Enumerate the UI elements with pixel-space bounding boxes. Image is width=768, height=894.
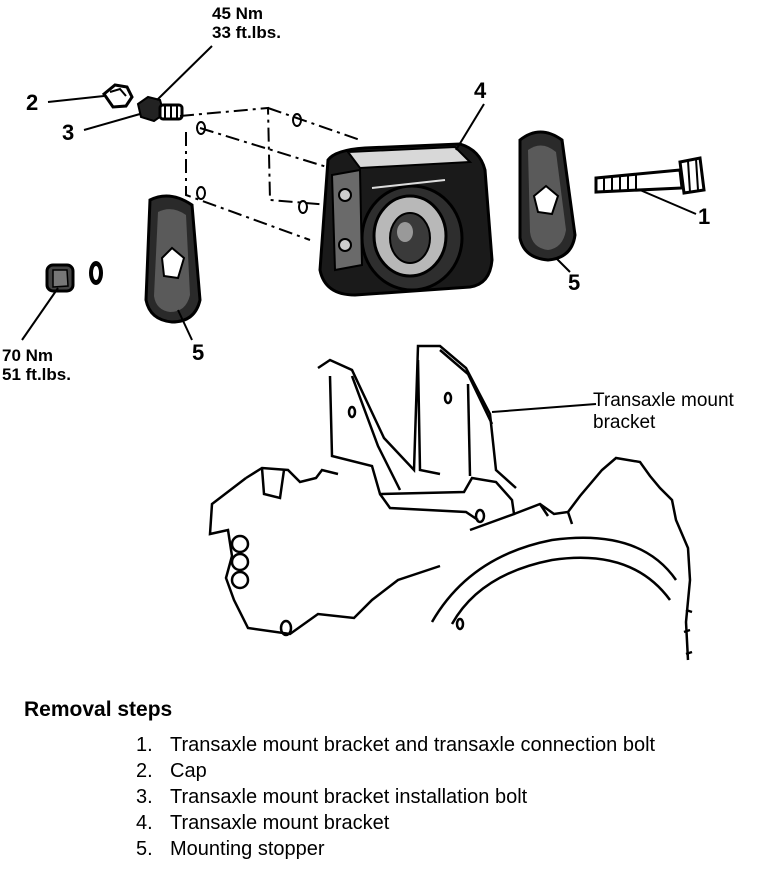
step-text: Transaxle mount bracket installation bol… [170, 786, 528, 808]
torque-lower-ftlbs: 51 ft.lbs. [2, 365, 71, 384]
callout-1: 1 [698, 204, 711, 229]
step-text: Transaxle mount bracket and transaxle co… [170, 734, 656, 756]
transaxle-mount-bracket-label: Transaxle mount bracket [593, 390, 734, 434]
lower-nut-part [45, 261, 103, 293]
torque-spec-upper: 45 Nm 33 ft.lbs. [212, 4, 281, 42]
step-number: 4. [136, 812, 153, 834]
step-number: 5. [136, 838, 153, 860]
cap-part [101, 83, 134, 109]
step-text: Mounting stopper [170, 838, 325, 860]
step-text: Cap [170, 760, 207, 782]
torque-spec-lower: 70 Nm 51 ft.lbs. [2, 346, 71, 384]
removal-step: 4. Transaxle mount bracket [136, 810, 690, 836]
bracket-label-line1: Transaxle mount [593, 390, 734, 411]
removal-step: 5. Mounting stopper [136, 836, 690, 862]
torque-lower-nm: 70 Nm [2, 346, 54, 365]
removal-steps-list: 1. Transaxle mount bracket and transaxle… [136, 732, 690, 862]
mounting-stopper-right-part [518, 130, 577, 262]
callout-5-right: 5 [568, 270, 581, 295]
mounting-stopper-left-part [144, 194, 202, 324]
installed-bracket-view [317, 344, 517, 532]
leader-lines [21, 45, 697, 413]
removal-step: 1. Transaxle mount bracket and transaxle… [136, 732, 690, 758]
bracket-label-line2: bracket [593, 412, 656, 433]
transaxle-housing [208, 456, 693, 661]
removal-step: 3. Transaxle mount bracket installation … [136, 784, 690, 810]
connection-bolt-part [594, 156, 706, 195]
callout-3: 3 [62, 120, 75, 145]
exploded-diagram [21, 45, 706, 661]
step-number: 3. [136, 786, 153, 808]
torque-upper-nm: 45 Nm [212, 4, 264, 23]
bolt-hole-markers [196, 113, 308, 214]
removal-steps-title: Removal steps [24, 698, 173, 721]
callout-2: 2 [26, 90, 39, 115]
torque-upper-ftlbs: 33 ft.lbs. [212, 23, 281, 42]
callout-5-left: 5 [192, 340, 205, 365]
mount-bracket-part [318, 142, 494, 297]
removal-step: 2. Cap [136, 758, 690, 784]
step-number: 2. [136, 760, 153, 782]
installation-bolt-part [136, 95, 184, 123]
step-text: Transaxle mount bracket [170, 812, 390, 834]
step-number: 1. [136, 734, 153, 756]
callout-4: 4 [474, 78, 487, 103]
